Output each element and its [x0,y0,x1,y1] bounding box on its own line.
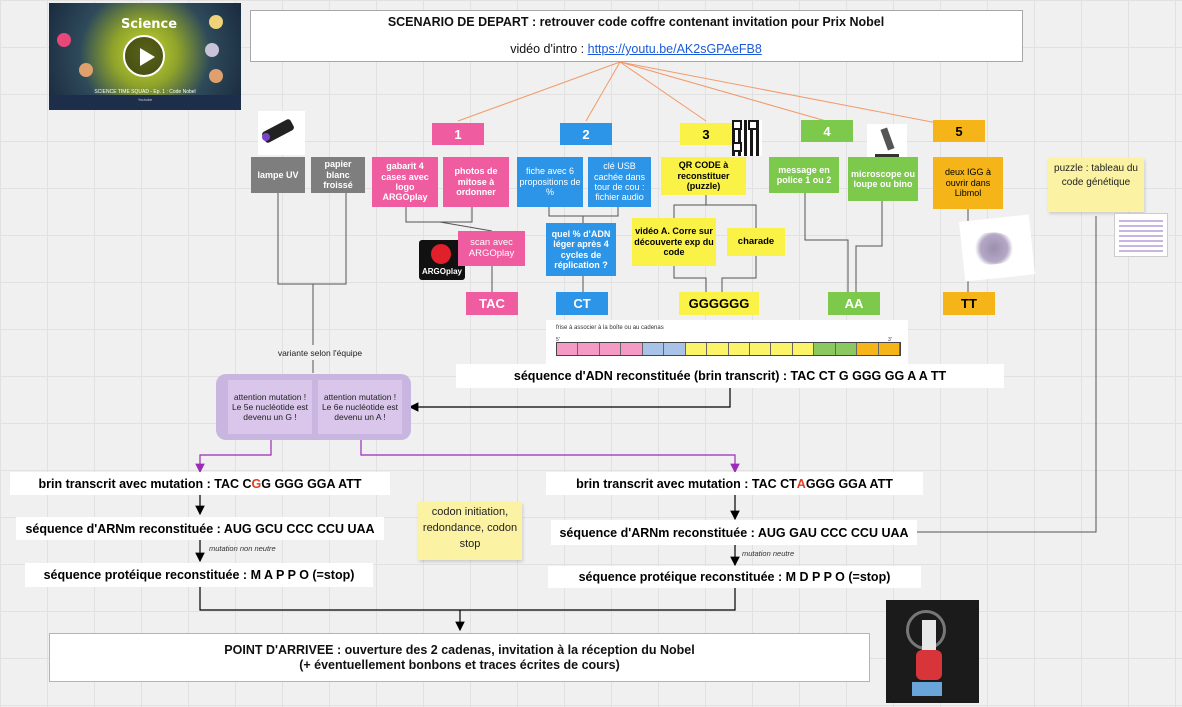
reconstituted-dna: séquence d'ADN reconstituée (brin transc… [456,364,1004,388]
molecule-image [959,214,1035,282]
strip-cell [642,343,665,355]
step1-item-photos: photos de mitose à ordonner [443,157,509,207]
step1-item-template: gabarit 4 cases avec logo ARGOplay [372,157,438,207]
strip-cell [621,343,643,355]
arrival-line2: (+ éventuellement bonbons et traces écri… [299,658,620,672]
header-box: SCENARIO DE DEPART : retrouver code coff… [250,10,1023,62]
step3-code: GGGGGG [679,292,759,315]
strip-cell [685,343,708,355]
step4-code: AA [828,292,880,315]
strip-cell [749,343,772,355]
video-thumbnail[interactable]: Science SCIENCE TIME SQUAD - Ep. 1 : Cod… [49,3,241,110]
tool-uv-lamp: lampe UV [251,157,305,193]
right-protein: séquence protéique reconstituée : M D P … [548,566,921,588]
left-mutation-note: mutation non neutre [209,544,276,553]
strip-cell [728,343,750,355]
video-label: vidéo d'intro : [510,42,588,56]
step-number-3: 3 [680,123,732,145]
right-strand-prefix: brin transcrit avec mutation : TAC CT [576,476,797,491]
argoplay-logo: ARGOplay [419,240,465,280]
step-number-1: 1 [432,123,484,145]
right-mutation-note: mutation neutre [742,549,795,558]
arrival-line1: POINT D'ARRIVEE : ouverture des 2 cadena… [224,643,695,657]
step-number-2: 2 [560,123,612,145]
step2-question: quel % d'ADN léger après 4 cycles de rép… [546,223,616,276]
strip-right: 3' [888,337,892,343]
step2-code: CT [556,292,608,315]
step3-charade: charade [727,228,785,256]
strip-cells [556,342,901,356]
left-strand-mutation: G [251,476,262,491]
genetic-code-image [1114,213,1168,257]
play-icon[interactable] [123,35,165,77]
codon-note: codon initiation, redondance, codon stop [418,502,522,560]
step-number-4: 4 [801,120,853,142]
step3-item-qr: QR CODE à reconstituer (puzzle) [661,157,746,195]
strip-cell [664,343,686,355]
left-strand-prefix: brin transcrit avec mutation : TAC C [38,476,252,491]
avatar [205,43,219,57]
strip-cell [557,343,579,355]
avatar [57,33,71,47]
strip-title: frise à associer à la boîte ou au cadena… [556,325,664,331]
strip-left: 5' [556,337,560,343]
left-mrna: séquence d'ARNm reconstituée : AUG GCU C… [16,517,384,540]
video-intro: vidéo d'intro : https://youtu.be/AK2sGPA… [251,42,1021,56]
dna-strip: frise à associer à la boîte ou au cadena… [546,320,908,364]
left-strand-suffix: G GGG GGA ATT [261,476,362,491]
puzzle-note: puzzle : tableau du code génétique [1048,158,1144,212]
step4-item-message: message en police 1 ou 2 [769,157,839,193]
thumbnail-caption: SCIENCE TIME SQUAD - Ep. 1 : Code Nobel [94,89,196,95]
avatar [209,15,223,29]
step2-item-sheet: fiche avec 6 propositions de % [517,157,583,207]
strip-cell [857,343,879,355]
step4-item-microscope: microscope ou loupe ou bino [848,157,918,201]
step5-code: TT [943,292,995,315]
strip-cell [771,343,793,355]
uv-lamp-image [258,111,305,155]
strip-cell [578,343,600,355]
mutation-group: attention mutation ! Le 5e nucléotide es… [216,374,411,440]
thumbnail-sub: Youtube [137,97,153,102]
argoplay-logo-text: ARGOplay [421,267,462,276]
qr-code-icon [732,120,762,156]
thumbnail-title: Science [120,17,178,32]
mutation-right: attention mutation ! Le 6e nucléotide es… [318,380,402,434]
step2-item-usb: clé USB cachée dans tour de cou : fichie… [588,157,651,207]
step1-scan: scan avec ARGOplay [458,231,525,266]
video-link[interactable]: https://youtu.be/AK2sGPAeFB8 [587,42,762,56]
strip-cell [814,343,836,355]
strip-cell [707,343,729,355]
strip-cell [599,343,622,355]
step1-code: TAC [466,292,518,315]
right-mrna: séquence d'ARNm reconstituée : AUG GAU C… [551,520,917,545]
right-strand-mutation: A [796,476,806,491]
avatar [209,69,223,83]
left-protein: séquence protéique reconstituée : M A P … [25,563,373,587]
right-strand-suffix: GGG GGA ATT [805,476,893,491]
strip-cell [835,343,858,355]
mutation-left: attention mutation ! Le 5e nucléotide es… [228,380,312,434]
page-title: SCENARIO DE DEPART : retrouver code coff… [387,15,885,29]
variant-label: variante selon l'équipe [277,348,363,358]
step-number-5: 5 [933,120,985,142]
step5-item-igg: deux IGG à ouvrir dans Libmol [933,157,1003,209]
tool-paper: papier blanc froissé [311,157,365,193]
avatar [79,63,93,77]
strip-cell [878,343,900,355]
step3-video: vidéo A. Corre sur découverte exp du cod… [632,218,716,266]
padlock-photo [886,600,979,703]
arrival-box: POINT D'ARRIVEE : ouverture des 2 cadena… [49,633,870,682]
strip-cell [792,343,815,355]
